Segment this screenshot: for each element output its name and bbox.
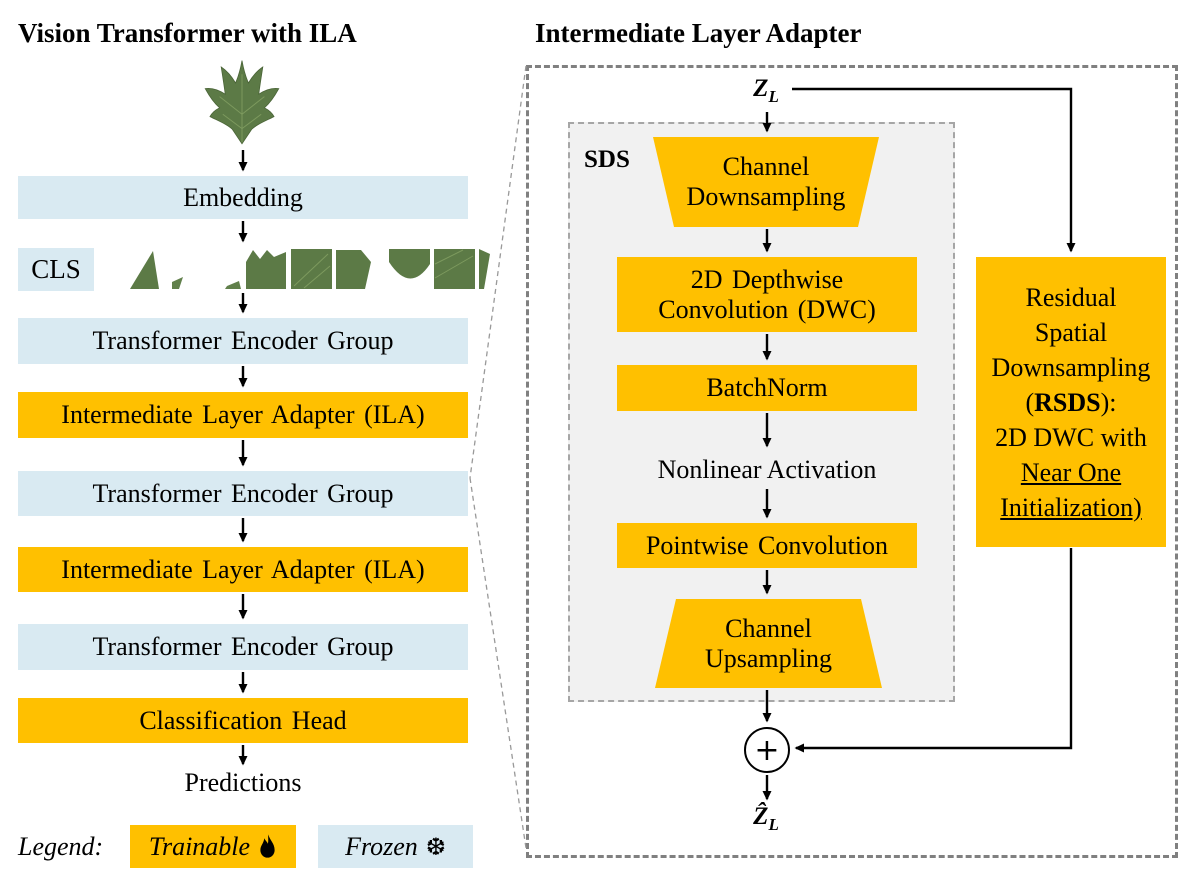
leaf-patch (434, 249, 475, 289)
leaf-patch (246, 250, 286, 289)
sds-label: SDS (584, 146, 630, 173)
cls-token-box: CLS (18, 248, 94, 291)
flame-icon (260, 833, 275, 858)
predictions-label: Predictions (184, 768, 302, 797)
channel-downsampling-trapezoid: Channel Downsampling (653, 137, 879, 227)
leaf-patch (130, 251, 159, 289)
batchnorm-box: BatchNorm (617, 365, 917, 411)
nonlinear-activation-label: Nonlinear Activation (657, 455, 877, 484)
leaf-patch (389, 249, 430, 279)
pointwise-convolution-box: Pointwise Convolution (617, 523, 917, 568)
leaf-patch (336, 250, 371, 289)
leaf-patch (225, 281, 241, 289)
rsds-box: Residual Spatial Downsampling (RSDS): 2D… (976, 257, 1166, 547)
transformer-encoder-group-3: Transformer Encoder Group (18, 624, 468, 670)
legend-label: Legend: (18, 832, 104, 861)
legend-frozen-swatch: Frozen ❆ (318, 825, 473, 868)
left-panel-title: Vision Transformer with ILA (18, 18, 357, 48)
sum-junction: + (744, 727, 790, 773)
embedding-box: Embedding (18, 176, 468, 219)
leaf-patch (291, 249, 332, 289)
leaf-image (204, 60, 280, 145)
leaf-patch (479, 249, 490, 289)
intermediate-layer-adapter-1: Intermediate Layer Adapter (ILA) (18, 392, 468, 438)
classification-head-box: Classification Head (18, 698, 468, 743)
channel-upsampling-trapezoid: Channel Upsampling (655, 599, 882, 688)
right-panel-title: Intermediate Layer Adapter (535, 18, 862, 48)
zoom-connector-bottom (469, 477, 527, 849)
intermediate-layer-adapter-2: Intermediate Layer Adapter (ILA) (18, 547, 468, 592)
depthwise-convolution-box: 2D Depthwise Convolution (DWC) (617, 257, 917, 332)
snowflake-icon: ❆ (425, 832, 446, 861)
legend-trainable-label: Trainable (148, 831, 251, 861)
transformer-encoder-group-2: Transformer Encoder Group (18, 471, 468, 516)
leaf-patch (172, 277, 183, 289)
transformer-encoder-group-1: Transformer Encoder Group (18, 318, 468, 364)
input-feature-zl: ZL (753, 75, 779, 106)
output-feature-zhat: ẐL (753, 803, 779, 834)
legend-trainable-swatch: Trainable (130, 825, 296, 868)
legend-frozen-label: Frozen (345, 831, 418, 861)
